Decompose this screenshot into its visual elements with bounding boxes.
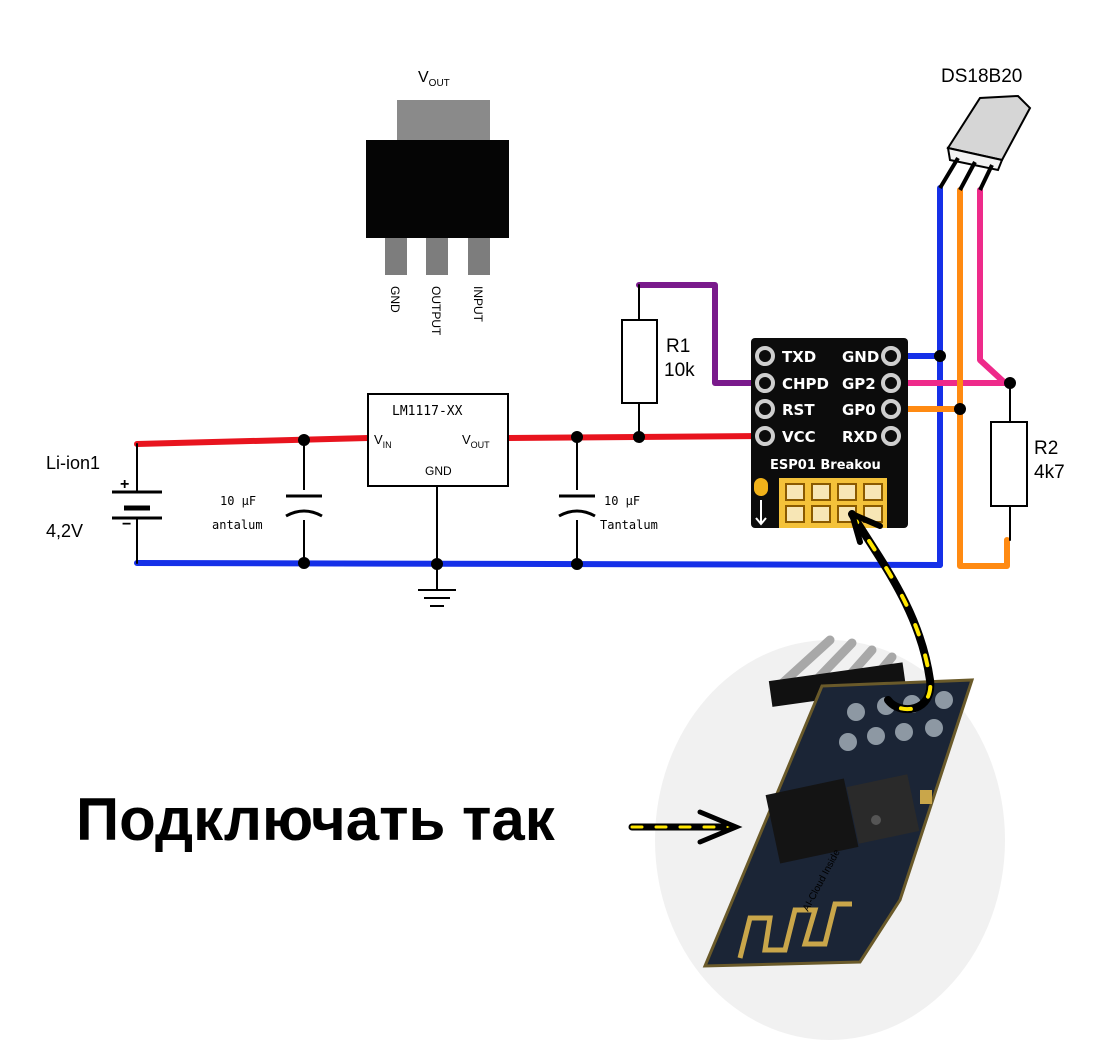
regulator-vout: V (462, 432, 471, 447)
connection-arrow (848, 510, 935, 714)
capacitor-left: 10 µF antalum (212, 490, 323, 532)
package-body (366, 140, 509, 238)
package-vout-label: V (418, 69, 429, 86)
regulator-vin: V (374, 432, 383, 447)
esp01-module: AI-Cloud Inside (655, 635, 1005, 1040)
pin-gp0: GP0 (842, 401, 876, 419)
ground-symbol (418, 589, 456, 607)
battery-plus: + (120, 476, 129, 493)
vcc-wire-left (134, 435, 371, 447)
ds18b20-sensor: DS18B20 (938, 66, 1032, 191)
svg-text:VIN: VIN (374, 432, 392, 450)
gnd-wire-rail (134, 560, 943, 568)
resistor-r2: R2 4k7 (990, 421, 1065, 507)
pin-gp2: GP2 (842, 375, 876, 393)
regulator-package: VOUT GND OUTPUT INPUT (366, 69, 509, 336)
junctions (298, 350, 1016, 570)
package-pin-input (468, 238, 490, 275)
battery: Li-ion1 4,2V + − (46, 453, 162, 541)
cap-left-value: 10 µF (220, 494, 256, 508)
module-antenna (737, 901, 852, 959)
battery-name: Li-ion1 (46, 453, 100, 473)
junction-dot (571, 431, 583, 443)
junction-dot (571, 558, 583, 570)
caption-arrow (628, 809, 743, 845)
caption-text: Подключать так (76, 786, 556, 853)
breakout-title: ESP01 Breakou (770, 458, 881, 473)
junction-dot (954, 403, 966, 415)
svg-text:VOUT: VOUT (462, 432, 490, 450)
r1-value: 10k (664, 360, 695, 381)
r2-name: R2 (1034, 438, 1058, 459)
pin-txd: TXD (782, 348, 816, 366)
esp01-breakout: TXD CHPD RST VCC GND GP2 GP0 RXD ESP01 B… (751, 338, 908, 528)
junction-dot (298, 434, 310, 446)
battery-voltage: 4,2V (46, 521, 83, 541)
chpd-wire (636, 282, 767, 386)
pin-rxd: RXD (842, 428, 878, 446)
resistor-r1: R1 10k (621, 319, 695, 404)
package-pin-label-input: INPUT (471, 286, 485, 323)
junction-dot (1004, 377, 1016, 389)
battery-minus: − (122, 516, 131, 533)
regulator-box: LM1117-XX VIN VOUT GND (367, 393, 509, 487)
junction-dot (934, 350, 946, 362)
sensor-name: DS18B20 (941, 66, 1022, 87)
regulator-vout-sub: OUT (471, 440, 491, 450)
junction-dot (633, 431, 645, 443)
regulator-vin-sub: IN (383, 440, 392, 450)
capacitor-right: 10 µF Tantalum (558, 490, 658, 532)
package-vout-sub: OUT (429, 78, 450, 89)
junction-dot (298, 557, 310, 569)
package-pin-gnd (385, 238, 407, 275)
pin-gnd: GND (842, 348, 879, 366)
regulator-gnd-label: GND (425, 464, 452, 478)
pin-chpd: CHPD (782, 375, 829, 393)
package-pin-output (426, 238, 448, 275)
cap-right-type: Tantalum (600, 518, 658, 532)
junction-dot (431, 558, 443, 570)
package-pin-label-output: OUTPUT (429, 286, 443, 336)
r1-name: R1 (666, 336, 690, 357)
r2-value: 4k7 (1034, 462, 1065, 483)
package-pin-label-gnd: GND (388, 286, 402, 313)
module-esp-chip (846, 774, 920, 844)
cap-right-value: 10 µF (604, 494, 640, 508)
breakout-left-pins (755, 346, 775, 446)
module-flash-chip (765, 778, 859, 864)
regulator-name: LM1117-XX (392, 404, 463, 419)
pin-rst: RST (782, 401, 815, 419)
pin-vcc: VCC (782, 428, 816, 446)
sensor-data-wire (977, 187, 1008, 386)
breakout-led (754, 478, 768, 496)
sensor-vdd-wire (957, 187, 1010, 569)
package-tab (397, 100, 490, 142)
cap-left-type: antalum (212, 518, 263, 532)
svg-text:VOUT: VOUT (418, 69, 450, 89)
breakout-right-pins (881, 346, 901, 446)
